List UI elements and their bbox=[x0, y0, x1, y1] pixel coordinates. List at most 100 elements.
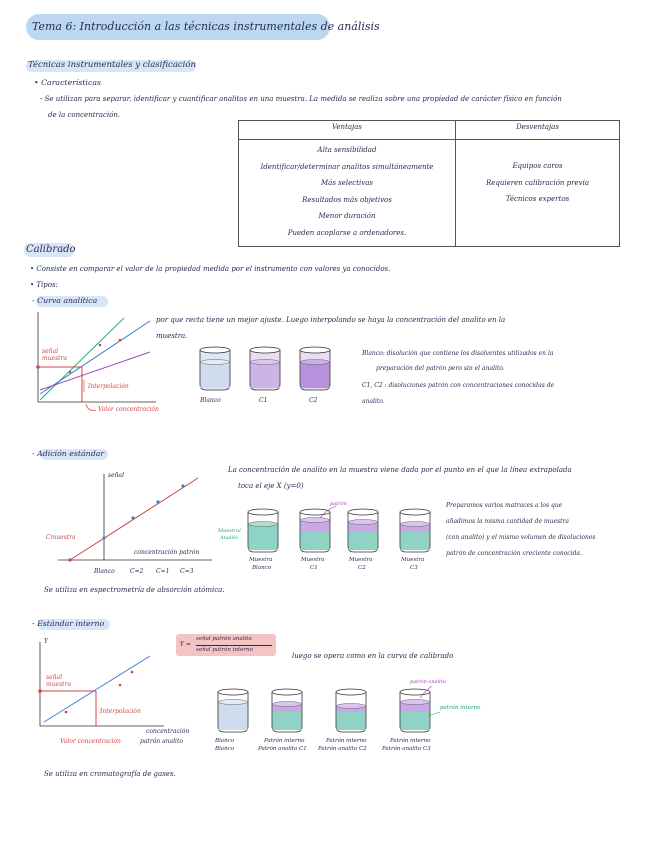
list-item: Equipos caros bbox=[512, 162, 563, 170]
adicion-beaker-label: Muestra bbox=[301, 557, 325, 563]
adicion-beaker-label: Muestra bbox=[401, 557, 425, 563]
interno-beaker-label: Patrón analito C1 bbox=[258, 746, 307, 752]
list-item: Identificar/determinar analitos simultán… bbox=[260, 162, 434, 171]
list-item: Pueden acoplarse a ordenadores. bbox=[287, 228, 407, 237]
beaker-label-c2: C2 bbox=[309, 397, 318, 404]
curva-analitica-graph bbox=[36, 312, 156, 411]
beaker-blanco-interno bbox=[217, 688, 249, 733]
formula-y: Y = bbox=[180, 641, 191, 648]
adicion-beaker-label: Muestra bbox=[249, 557, 273, 563]
beaker-blanco bbox=[199, 346, 231, 391]
adicion-text-line1: La concentración de analito en la muestr… bbox=[228, 466, 572, 474]
subheading-curva-analitica: - Curva analítica bbox=[32, 296, 98, 305]
adicion-patron-label: patrón bbox=[330, 501, 347, 507]
adicion-muestra-analito-1: Muestra/ bbox=[218, 528, 241, 534]
curva-senal-label: señal bbox=[42, 348, 58, 355]
formula-fraction-bar bbox=[196, 645, 272, 646]
estandar-interno-graph bbox=[38, 642, 164, 727]
interno-valor-label: Valor concentración bbox=[60, 738, 121, 745]
subheading-adicion-estandar: - Adición estándar bbox=[32, 449, 105, 458]
bullet-tipos: • Tipos: bbox=[30, 281, 58, 289]
beaker-c2 bbox=[299, 346, 331, 391]
list-item: Técnicos expertos bbox=[505, 195, 570, 203]
adicion-senal-label: señal bbox=[108, 472, 124, 479]
interno-beakers bbox=[217, 685, 441, 733]
list-item: Resultados más objetivos bbox=[302, 195, 392, 204]
interno-beaker-label: Patrón interno bbox=[326, 738, 367, 744]
adicion-beaker-label: Blanco bbox=[252, 565, 272, 571]
interno-text: luego se opera como en la curva de calib… bbox=[292, 652, 454, 660]
page-title: Tema 6: Introducción a las técnicas inst… bbox=[32, 20, 380, 33]
interno-note: Se utiliza en cromatografía de gases. bbox=[44, 770, 176, 778]
section-highlight bbox=[26, 60, 196, 72]
interno-xlabel-line1: concentración bbox=[146, 728, 190, 735]
curva-interpolacion-label: Interpolación bbox=[88, 383, 129, 390]
section-highlight bbox=[24, 243, 74, 257]
c-def-line1: C1, C2 : disoluciones patrón con concent… bbox=[362, 382, 555, 389]
beaker-patron-c2 bbox=[335, 688, 367, 733]
bullet-consiste: • Consiste en comparar el valor de la pr… bbox=[30, 265, 391, 273]
interno-beaker-label: Blanco bbox=[215, 738, 235, 744]
adicion-beaker-label: C3 bbox=[410, 565, 418, 571]
section-heading-tecnicas: Técnicas instrumentales y clasificación bbox=[28, 60, 196, 70]
subheading-estandar-interno: - Estándar interno bbox=[32, 619, 105, 628]
blanco-def-line1: Blanco: disolución que contiene los diso… bbox=[362, 350, 554, 357]
subheading-highlight bbox=[36, 296, 108, 307]
adicion-muestra-analito-2: Analito bbox=[220, 535, 239, 541]
curva-beakers bbox=[199, 346, 331, 391]
beaker-label-blanco: Blanco bbox=[200, 397, 221, 404]
adicion-beaker-label: C2 bbox=[358, 565, 366, 571]
beaker-muestra-c3 bbox=[399, 508, 431, 553]
interno-beaker-label: Patrón interno bbox=[264, 738, 305, 744]
curva-text-line2: muestra. bbox=[156, 332, 188, 340]
list-item: Menor duración bbox=[318, 212, 376, 220]
adicion-right-line3: (con analito) y el mismo volumen de diso… bbox=[446, 534, 596, 541]
formula-numerator: señal patrón analito bbox=[196, 636, 252, 642]
adicion-cmuestra-label: Cmuestra bbox=[46, 534, 76, 541]
adicion-beaker-label: Muestra bbox=[349, 557, 373, 563]
title-highlight bbox=[26, 14, 330, 40]
adicion-note: Se utiliza en espectrometría de absorció… bbox=[44, 586, 225, 594]
curva-muestra-label: muestra bbox=[42, 355, 68, 362]
interno-beaker-label: Patrón analito C3 bbox=[382, 746, 431, 752]
list-item: Requieren calibración previa bbox=[485, 178, 590, 187]
interno-muestra-label: muestra bbox=[46, 681, 72, 688]
beaker-label-c1: C1 bbox=[259, 397, 268, 404]
list-item: Alta sensibilidad bbox=[317, 146, 377, 154]
adicion-tick-c1: C=1 bbox=[156, 568, 170, 575]
curva-valor-label: Valor concentración bbox=[98, 406, 159, 413]
interno-y-label: Y bbox=[44, 638, 48, 645]
adicion-beakers bbox=[247, 505, 431, 553]
interno-interpolacion-label: Interpolación bbox=[100, 708, 141, 715]
interno-senal-label: señal bbox=[46, 674, 62, 681]
adicion-beaker-label: C1 bbox=[310, 565, 318, 571]
subheading-highlight bbox=[40, 449, 108, 460]
ventajas-cell: Alta sensibilidad Identificar/determinar… bbox=[238, 139, 456, 247]
bullet-definition-line2: de la concentración. bbox=[48, 111, 121, 119]
bullet-caracteristicas: • Características bbox=[34, 78, 102, 87]
subheading-highlight bbox=[38, 619, 110, 630]
ventajas-desventajas-table: Ventajas Desventajas Alta sensibilidad I… bbox=[238, 120, 620, 247]
interno-beaker-label: Patrón analito C2 bbox=[318, 746, 367, 752]
adicion-xlabel: concentración patrón bbox=[134, 549, 200, 556]
curva-text-line1: por que recta tiene un mejor ajuste. Lue… bbox=[156, 316, 506, 324]
adicion-right-line1: Preparamos varios matraces a los que bbox=[446, 502, 563, 509]
adicion-right-line2: añadimos la misma cantidad de muestra bbox=[446, 518, 569, 525]
list-item: Más selectivas bbox=[321, 179, 373, 187]
adicion-tick-c2: C=2 bbox=[130, 568, 144, 575]
interno-xlabel-line2: patrón analito bbox=[140, 738, 183, 745]
interno-beaker-label: Blanco bbox=[215, 746, 235, 752]
beaker-muestra-c1 bbox=[299, 505, 337, 553]
formula-denominator: señal patrón interno bbox=[196, 647, 253, 653]
c-def-line2: analito. bbox=[362, 398, 385, 405]
adicion-right-line4: patrón de concentración creciente conoci… bbox=[446, 550, 582, 557]
beaker-muestra-c2 bbox=[347, 508, 379, 553]
beaker-patron-c3 bbox=[399, 685, 441, 733]
adicion-estandar-graph bbox=[58, 474, 212, 562]
interno-beaker-label: Patrón interno bbox=[390, 738, 431, 744]
beaker-muestra-blanco bbox=[247, 508, 279, 553]
beaker-patron-c1 bbox=[271, 688, 303, 733]
adicion-text-line2: toca el eje X (y=0) bbox=[238, 482, 304, 490]
interno-patron-interno-label: patrón interno bbox=[440, 705, 481, 711]
